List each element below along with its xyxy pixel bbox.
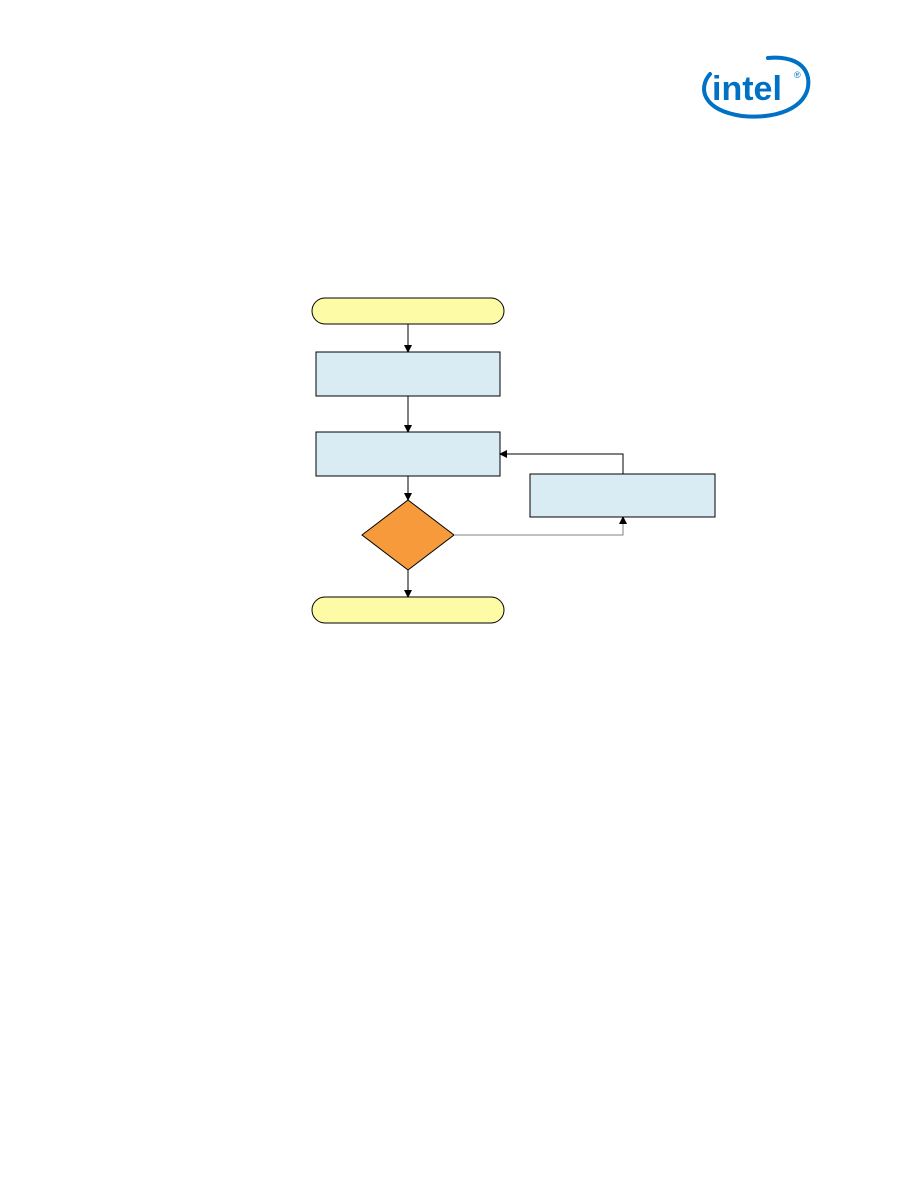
decision-diamond <box>361 499 455 571</box>
logo-registered-mark: ® <box>794 70 801 80</box>
process-box-side-step <box>529 473 716 518</box>
logo-wordmark: intel <box>712 70 782 108</box>
process-box-step-1 <box>315 351 501 397</box>
process-box-step-2 <box>315 431 501 477</box>
end-terminal <box>311 596 505 624</box>
connector-decision-to-side-step <box>454 516 627 536</box>
start-terminal <box>311 297 505 325</box>
logo-swoosh <box>702 55 811 119</box>
intel-logo: intel ® <box>702 55 811 119</box>
connector-side-step-to-step-2 <box>499 450 624 474</box>
